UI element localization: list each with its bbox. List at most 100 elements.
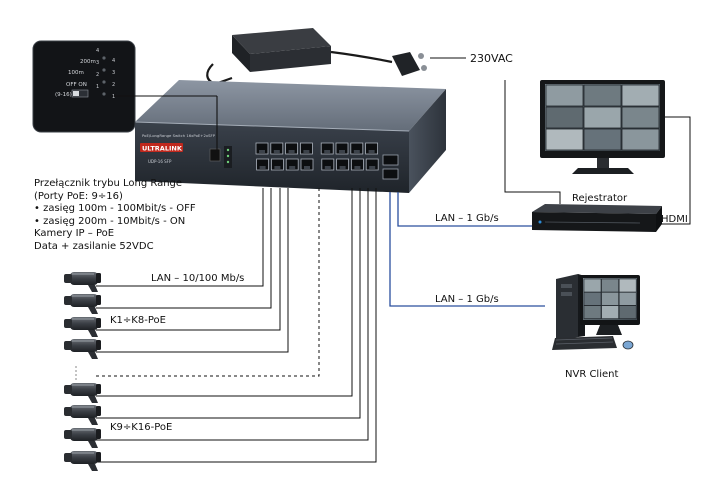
camera-wire-elided (96, 188, 320, 377)
lan-cameras-label: LAN – 10/100 Mb/s (151, 273, 244, 284)
mode-note-line-2: (Porty PoE: 9÷16) (34, 190, 123, 202)
rj45-port-5[interactable] (320, 142, 334, 155)
power-adapter (206, 28, 466, 86)
switch-panel-text: PoE/LongRange Switch 16xPoE+2xSFP (142, 133, 216, 138)
rj45-port-clip (303, 150, 310, 153)
monitor-video-tile (583, 84, 622, 107)
uplink-port-2[interactable] (382, 168, 399, 180)
brand-plate (140, 143, 183, 152)
monitor-video-tile (621, 84, 660, 107)
rj45-port-clip (273, 150, 280, 153)
client-video-tile (583, 291, 602, 306)
camera-wire-3 (96, 188, 281, 331)
uplink-port-1[interactable] (382, 154, 399, 166)
cameras (63, 271, 102, 472)
camera-wire-6 (96, 188, 361, 419)
rj45-port-7[interactable] (350, 142, 364, 155)
rj45-port-3[interactable] (285, 142, 299, 155)
rj45-port-12[interactable] (300, 158, 314, 171)
rj45-port-15[interactable] (350, 158, 364, 171)
lan-client-label: LAN – 1 Gb/s (435, 294, 499, 305)
camera-wire-5 (96, 188, 353, 397)
rj45-port-clip (288, 150, 295, 153)
dip-num-2: 2 (96, 72, 99, 78)
client-video-tile (601, 278, 619, 293)
rj45-port-clip (369, 166, 376, 169)
rj45-port-clip (368, 150, 375, 153)
client-video-tile (583, 278, 602, 293)
client-video-tile (583, 305, 602, 319)
ip-camera-4 (63, 338, 102, 360)
power-label: 230VAC (470, 52, 513, 65)
rj45-port-clip (304, 166, 310, 169)
mode-note-line-4: • zasięg 200m - 10Mbit/s - ON (34, 215, 186, 227)
rj45-port-2[interactable] (270, 142, 284, 155)
hdmi-label: HDMI (661, 214, 688, 225)
nvr-client-pc (552, 274, 640, 350)
rj45-port-8[interactable] (365, 142, 379, 155)
dip-label-off-on: OFF ON (66, 82, 87, 88)
dip-num-3: 3 (96, 60, 99, 66)
rj45-port-clip (339, 166, 346, 169)
dip-switch[interactable] (209, 148, 221, 162)
rj45-port-clip (339, 150, 345, 153)
camera-wire-1 (96, 188, 264, 287)
switch-model: UDP-16 SFP (148, 159, 172, 164)
client-video-tile (618, 278, 637, 293)
mode-note: Przełącznik trybu Long Range (Porty PoE:… (34, 178, 196, 228)
client-video-tile (618, 291, 637, 306)
monitor-video-tile (583, 128, 622, 151)
dip-rnum-3: 3 (112, 70, 115, 76)
uplink-lines (389, 80, 691, 307)
rj45-port-clip (354, 166, 361, 169)
monitor-video-tile (583, 106, 622, 129)
ip-camera-5 (63, 382, 102, 404)
rj45-port-10[interactable] (270, 158, 284, 171)
lan-recorder-label: LAN – 1 Gb/s (435, 213, 499, 224)
mode-note-line-1: Przełącznik trybu Long Range (34, 178, 183, 189)
rj45-port-6[interactable] (335, 142, 349, 155)
ip-camera-8 (63, 450, 102, 472)
rj45-port-clip (259, 166, 266, 169)
rj45-port-13[interactable] (321, 158, 335, 171)
rj45-port-clip (324, 166, 331, 169)
client-video-tile (601, 305, 619, 319)
rj45-port-9[interactable] (256, 158, 270, 171)
dip-rnum-1: 1 (112, 94, 115, 100)
camera-wire-4 (96, 188, 289, 353)
monitor-video-tile (545, 84, 584, 107)
rj45-port-4[interactable] (299, 142, 313, 155)
dip-rnum-4: 4 (112, 58, 115, 64)
mode-note-line-3: • zasięg 100m - 100Mbit/s - OFF (34, 203, 196, 214)
monitor-video-tile (621, 106, 660, 129)
dip-label-100m: 100m (68, 70, 84, 76)
camera-note-line-2: Data + zasilanie 52VDC (34, 240, 154, 252)
rj45-port-14[interactable] (336, 158, 350, 171)
rj45-port-clip (324, 150, 331, 153)
recorder-label: Rejestrator (572, 193, 628, 204)
dip-num-1: 1 (96, 84, 99, 90)
group-k9-k16-label: K9÷K16-PoE (110, 422, 172, 433)
rj45-ports (255, 142, 379, 171)
ip-camera-6 (63, 404, 102, 426)
client-video-tile (601, 291, 619, 306)
rj45-port-16[interactable] (365, 158, 379, 171)
rj45-port-clip (353, 150, 360, 153)
rj45-port-1[interactable] (255, 142, 269, 155)
rj45-port-clip (289, 166, 296, 169)
client-video-tile (618, 305, 637, 319)
camera-note: Kamery IP – PoE Data + zasilanie 52VDC (34, 228, 154, 253)
monitor (540, 80, 665, 174)
rj45-port-11[interactable] (285, 158, 299, 171)
camera-wires (96, 188, 377, 463)
ip-camera-1 (63, 271, 102, 293)
ip-camera-3 (63, 316, 102, 338)
dip-label-200m: 200m (80, 59, 96, 65)
rj45-port-clip (274, 166, 281, 169)
dip-inset: 4 3 2 1 200m 100m OFF ON (9-16) 4 3 2 1 (32, 40, 218, 150)
switch-brand: ULTRALINK (142, 145, 183, 153)
switch: ULTRALINK PoE/LongRange Switch 16xPoE+2x… (134, 80, 446, 193)
client-label: NVR Client (565, 369, 618, 380)
group-k1-k8-label: K1÷K8-PoE (110, 315, 166, 326)
